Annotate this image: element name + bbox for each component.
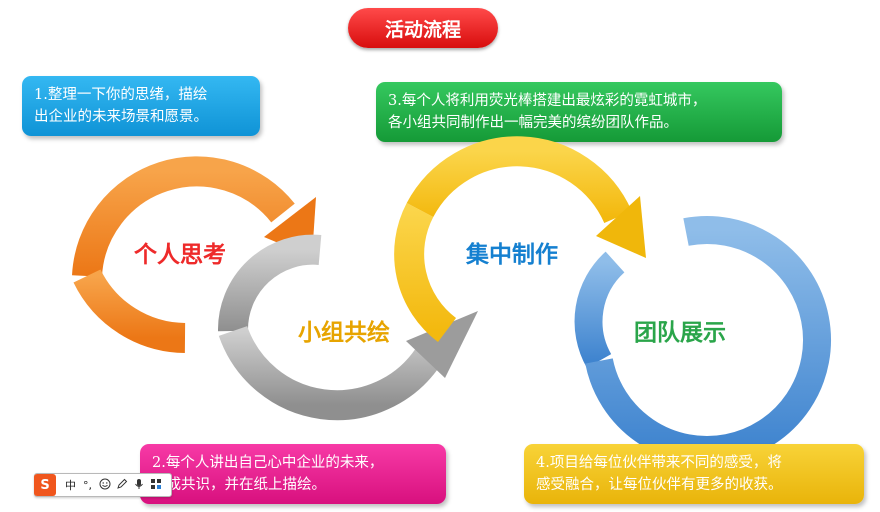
stage3-arrow bbox=[394, 136, 646, 342]
grid-icon[interactable] bbox=[147, 478, 164, 493]
step3-note: 3.每个人将利用荧光棒搭建出最炫彩的霓虹城市， 各小组共同制作出一幅完美的缤纷团… bbox=[376, 82, 782, 142]
page-title: 活动流程 bbox=[348, 8, 498, 48]
pen-icon[interactable] bbox=[113, 478, 130, 493]
step2-note-line: 2.每个人讲出自己心中企业的未来， bbox=[152, 455, 384, 471]
stage4-arrow bbox=[574, 216, 831, 464]
ime-logo-icon[interactable]: S bbox=[34, 474, 56, 496]
step4-note-line: 4.项目给每位伙伴带来不同的感受，将 bbox=[536, 455, 782, 471]
step4-note: 4.项目给每位伙伴带来不同的感受，将 感受融合，让每位伙伴有更多的收获。 bbox=[524, 444, 864, 504]
step1-note: 1.整理一下你的思绪，描绘 出企业的未来场景和愿景。 bbox=[22, 76, 260, 136]
step2-note: 2.每个人讲出自己心中企业的未来， 达成共识，并在纸上描绘。 bbox=[140, 444, 446, 504]
step3-note-line: 3.每个人将利用荧光棒搭建出最炫彩的霓虹城市， bbox=[388, 93, 707, 109]
mic-icon[interactable] bbox=[130, 478, 147, 493]
step4-note-line: 感受融合，让每位伙伴有更多的收获。 bbox=[536, 477, 783, 493]
stage2-label: 小组共绘 bbox=[298, 319, 390, 346]
stage3-label: 集中制作 bbox=[465, 241, 558, 268]
page-title-text: 活动流程 bbox=[384, 18, 461, 41]
step2-note-line: 达成共识，并在纸上描绘。 bbox=[152, 477, 326, 493]
step3-note-line: 各小组共同制作出一幅完美的缤纷团队作品。 bbox=[388, 115, 678, 131]
stage2-arrow bbox=[217, 234, 478, 421]
stage1-label: 个人思考 bbox=[134, 242, 226, 268]
step1-note-line: 1.整理一下你的思绪，描绘 bbox=[34, 87, 208, 103]
ime-mode-toggle[interactable]: 中 bbox=[65, 479, 76, 492]
step1-note-line: 出企业的未来场景和愿景。 bbox=[34, 109, 208, 125]
smile-icon[interactable] bbox=[96, 478, 113, 493]
ime-punctuation-toggle[interactable]: °, bbox=[83, 478, 92, 492]
ime-toolbar[interactable]: S 中 °, bbox=[34, 473, 172, 497]
stage4-label: 团队展示 bbox=[634, 320, 726, 346]
